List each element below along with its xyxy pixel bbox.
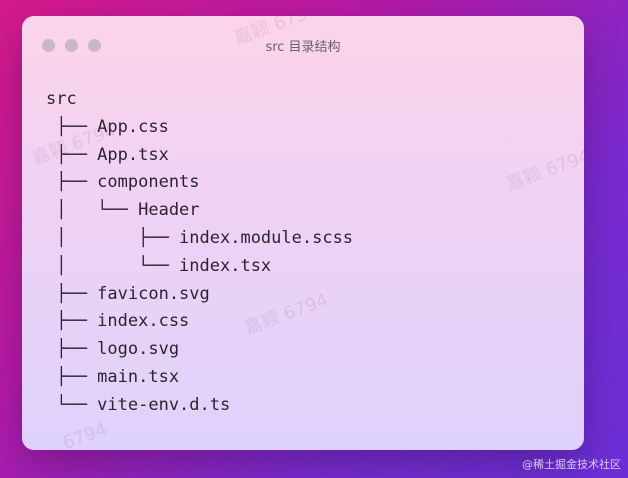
tree-line-index-css: ├── index.css (46, 311, 190, 332)
tree-line-index-tsx: │ └── index.tsx (46, 255, 272, 276)
tree-line-app-tsx: ├── App.tsx (46, 144, 169, 165)
zoom-window-icon[interactable] (88, 39, 101, 52)
footer-credit: @稀土掘金技术社区 (522, 458, 621, 471)
tree-line-favicon-svg: ├── favicon.svg (46, 283, 210, 304)
window-titlebar: src 目录结构 (22, 16, 584, 74)
code-window: src 目录结构 src ├── App.css ├── App.tsx ├──… (22, 16, 584, 450)
tree-line-main-tsx: ├── main.tsx (46, 366, 180, 387)
tree-line-index-module-scss: │ ├── index.module.scss (46, 227, 354, 248)
minimize-window-icon[interactable] (65, 39, 78, 52)
window-title: src 目录结构 (265, 40, 341, 55)
tree-line-header: │ └── Header (46, 200, 200, 221)
traffic-lights (42, 39, 101, 52)
directory-tree: src ├── App.css ├── App.tsx ├── componen… (46, 86, 353, 420)
tree-line-vite-env: └── vite-env.d.ts (46, 394, 231, 415)
tree-line-app-css: ├── App.css (46, 116, 169, 137)
tree-line-logo-svg: ├── logo.svg (46, 339, 180, 360)
tree-line-root: src (46, 89, 77, 109)
watermark-text: 嘉颖 6794 (503, 145, 584, 196)
watermark-text: 6794 (59, 418, 111, 450)
close-window-icon[interactable] (42, 39, 55, 52)
tree-line-components: ├── components (46, 172, 200, 193)
